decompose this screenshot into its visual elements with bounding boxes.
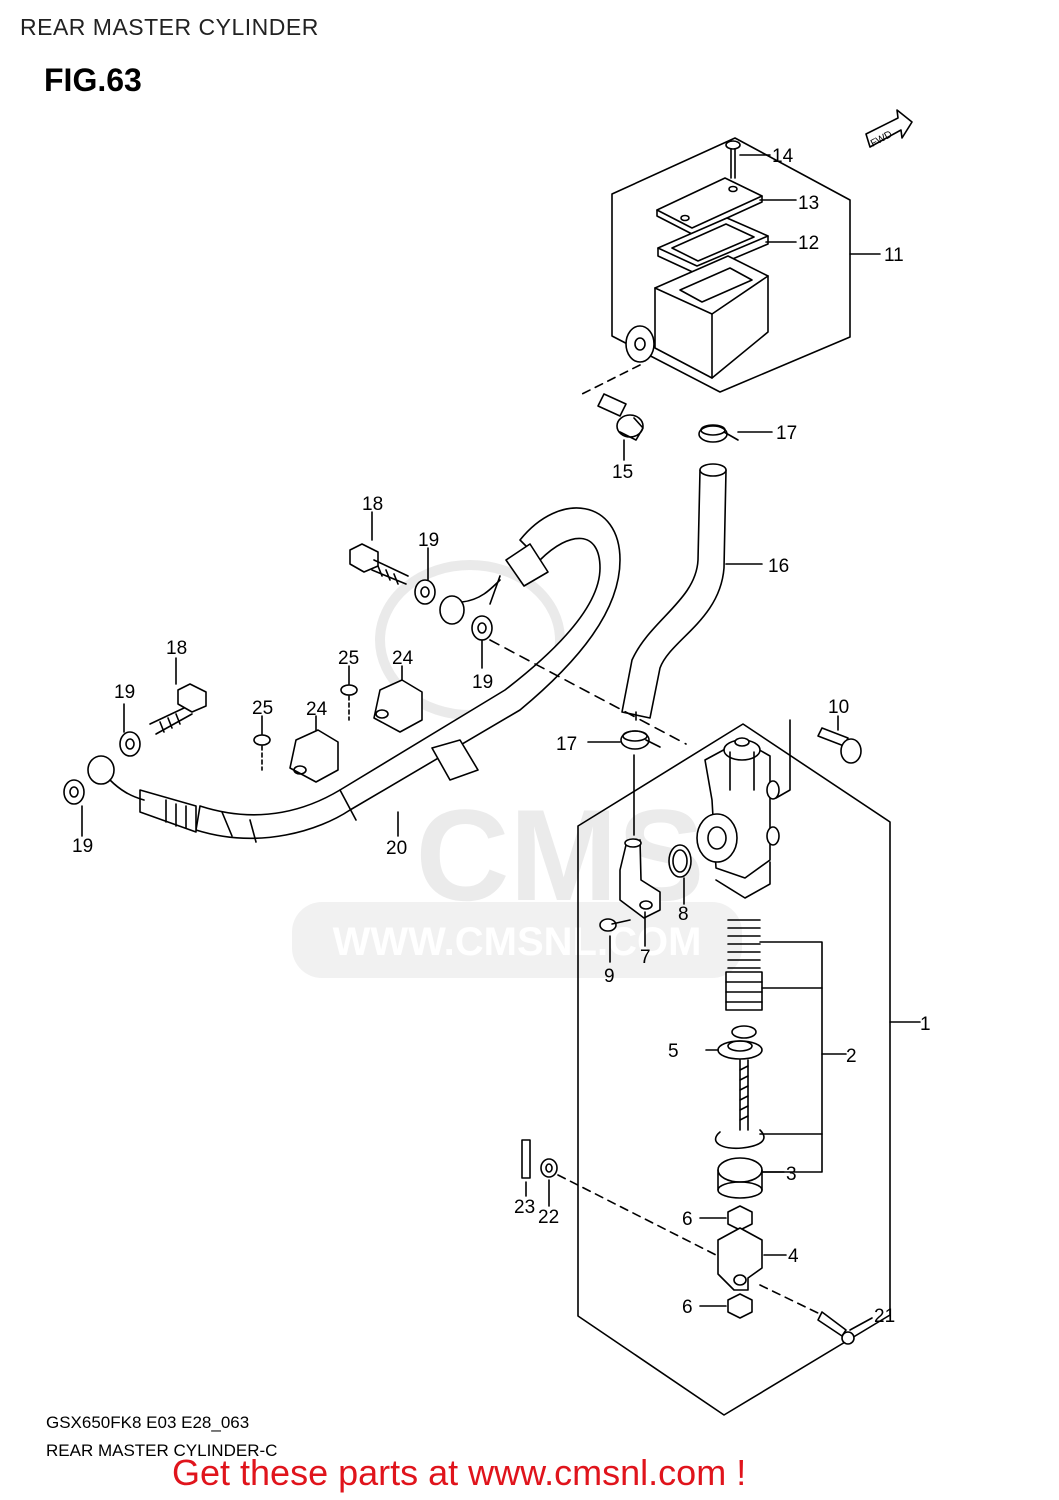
fwd-arrow-icon: FWD xyxy=(865,109,913,149)
callout-9: 9 xyxy=(604,966,615,987)
part-25-screw-b xyxy=(340,684,358,721)
callout-17-upper: 17 xyxy=(776,423,797,444)
callout-4: 4 xyxy=(788,1246,799,1267)
callout-labels: 1 2 3 4 5 6 6 7 8 9 10 11 12 13 14 15 16… xyxy=(72,146,931,1327)
part-5-boot xyxy=(717,1040,763,1060)
callout-23: 23 xyxy=(514,1197,535,1218)
callout-20: 20 xyxy=(386,838,407,859)
part-18-bolt-upper xyxy=(349,543,409,585)
diagram-code: GSX650FK8 E03 E28_063 xyxy=(46,1413,250,1432)
callout-24-b: 24 xyxy=(392,648,414,669)
part-1-master-cylinder-body xyxy=(696,737,780,899)
callout-19-b: 19 xyxy=(114,682,135,703)
callout-25-a: 25 xyxy=(252,698,273,719)
callout-17-lower: 17 xyxy=(556,734,577,755)
part-9-screw xyxy=(599,918,631,932)
figure-label: FIG.63 xyxy=(44,62,142,98)
part-3-bushing xyxy=(717,1157,763,1199)
callout-13: 13 xyxy=(798,193,819,214)
callout-3: 3 xyxy=(786,1164,797,1185)
part-19-washer-c xyxy=(63,779,85,805)
callout-15: 15 xyxy=(612,462,633,483)
parts-link-banner[interactable]: Get these parts at www.cmsnl.com ! xyxy=(172,1452,747,1493)
part-16-hose xyxy=(621,469,727,719)
circlip xyxy=(714,1129,765,1150)
callout-10: 10 xyxy=(828,697,849,718)
part-17-clamp-upper xyxy=(698,424,739,443)
callout-5: 5 xyxy=(668,1041,679,1062)
part-7-elbow-fitting xyxy=(619,838,661,919)
callout-22: 22 xyxy=(538,1207,559,1228)
callout-19-a: 19 xyxy=(418,530,439,551)
master-cylinder-group-frame xyxy=(577,723,891,1416)
callout-21: 21 xyxy=(874,1306,895,1327)
watermark-url: WWW.CMSNL.COM xyxy=(333,920,702,964)
part-24-clamp-a xyxy=(289,729,339,783)
part-25-screw-a xyxy=(253,734,271,771)
part-17-clamp-lower xyxy=(620,730,661,750)
callout-19-c: 19 xyxy=(72,836,93,857)
part-10-bolt xyxy=(817,727,862,764)
callout-11: 11 xyxy=(884,245,904,266)
part-11-reservoir xyxy=(625,255,769,379)
part-6-nut-lower xyxy=(727,1293,753,1319)
part-6-nut-upper xyxy=(727,1205,753,1231)
part-19-washer-b xyxy=(119,731,141,757)
callout-14: 14 xyxy=(772,146,794,167)
callout-25-b: 25 xyxy=(338,648,359,669)
callout-24-a: 24 xyxy=(306,699,328,720)
callout-6-upper: 6 xyxy=(682,1209,693,1230)
page-header: REAR MASTER CYLINDER xyxy=(20,14,319,40)
part-13-cap xyxy=(656,177,763,229)
callout-12: 12 xyxy=(798,233,819,254)
callout-18-upper: 18 xyxy=(362,494,383,515)
callout-16: 16 xyxy=(768,556,789,577)
diagram-title: REAR MASTER CYLINDER-C xyxy=(46,1441,278,1460)
reservoir-group-frame xyxy=(611,137,851,393)
part-19-washer-d xyxy=(471,615,493,641)
callout-19-d: 19 xyxy=(472,672,493,693)
part-23-cotter-pin xyxy=(521,1139,531,1179)
callout-2: 2 xyxy=(846,1046,857,1067)
part-18-bolt-lower xyxy=(149,683,207,735)
callout-1: 1 xyxy=(920,1014,931,1035)
callout-7: 7 xyxy=(640,947,651,968)
part-2-piston-set xyxy=(725,919,763,1131)
part-19-washer-a xyxy=(414,579,436,605)
part-22-washer xyxy=(540,1158,558,1178)
part-24-clamp-b xyxy=(373,679,423,733)
callout-8: 8 xyxy=(678,904,689,925)
part-4-clevis xyxy=(717,1227,763,1291)
part-20-brake-hose xyxy=(87,507,621,843)
callout-6-lower: 6 xyxy=(682,1297,693,1318)
part-14-screw xyxy=(725,140,741,179)
part-15-bolt xyxy=(597,393,644,441)
callout-18-lower: 18 xyxy=(166,638,187,659)
part-21-pin xyxy=(817,1311,855,1345)
